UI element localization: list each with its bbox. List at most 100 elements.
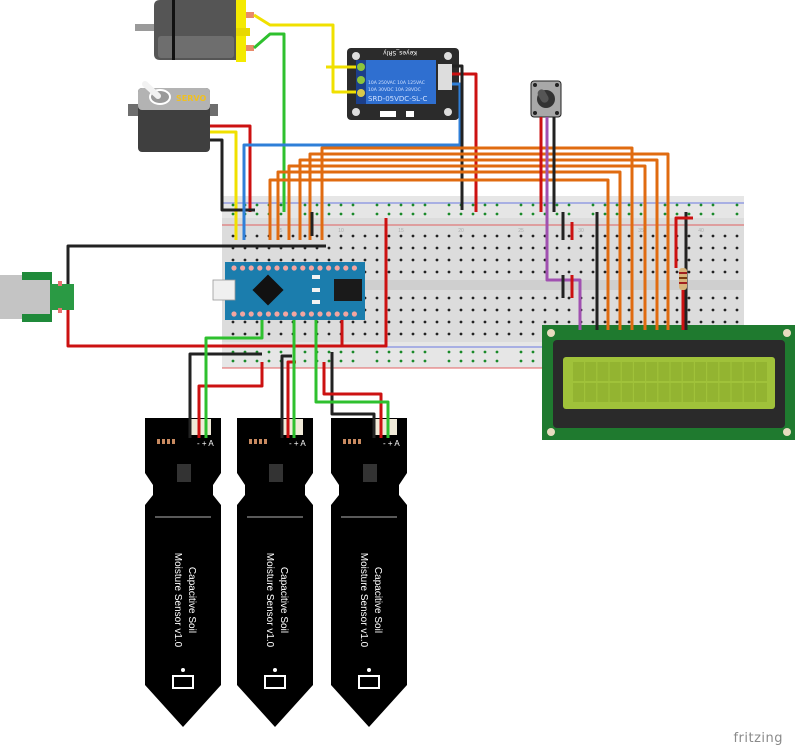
breadboard-hole (231, 320, 235, 324)
arduino-pin (274, 311, 280, 317)
sensor-title-line1: Capacitive Soil (186, 567, 197, 633)
breadboard-hole (447, 359, 451, 363)
breadboard-hole (591, 258, 595, 262)
breadboard-hole (615, 296, 619, 300)
breadboard-hole (483, 203, 487, 207)
breadboard-hole (399, 203, 403, 207)
breadboard-hole (267, 350, 271, 354)
breadboard-hole (483, 359, 487, 363)
arduino-pin (274, 265, 280, 271)
wires (66, 13, 693, 438)
breadboard-column-label: 35 (638, 228, 644, 234)
breadboard-hole (603, 320, 607, 324)
breadboard-hole (363, 234, 367, 238)
sensor-pin-labels: - + A (197, 439, 214, 448)
breadboard-hole (615, 320, 619, 324)
breadboard-hole (327, 258, 331, 262)
breadboard-hole (531, 203, 535, 207)
breadboard-hole (435, 258, 439, 262)
breadboard-hole (579, 234, 583, 238)
breadboard-hole (375, 320, 379, 324)
wire-motor-relay-2 (331, 60, 356, 94)
wire-sensor2-gnd (280, 354, 292, 438)
breadboard-hole (627, 246, 631, 250)
lcd-cell (731, 362, 743, 381)
breadboard-hole (567, 234, 571, 238)
breadboard-hole (243, 320, 247, 324)
arduino-pin (283, 311, 289, 317)
breadboard-hole (267, 332, 271, 336)
breadboard-hole (663, 212, 667, 216)
breadboard-hole (651, 296, 655, 300)
lcd-cell (573, 362, 584, 381)
breadboard-hole (363, 258, 367, 262)
breadboard-hole (591, 308, 595, 312)
breadboard-hole (351, 246, 355, 250)
breadboard-hole (507, 296, 511, 300)
lcd-cell (670, 383, 682, 402)
breadboard-hole (663, 234, 667, 238)
breadboard-hole (327, 359, 331, 363)
wire-lcd-data (320, 146, 634, 330)
breadboard-hole (279, 350, 283, 354)
breadboard-hole (735, 308, 739, 312)
breadboard-hole (255, 234, 259, 238)
breadboard-hole (687, 296, 691, 300)
arduino-pins (231, 265, 357, 317)
breadboard-hole (555, 212, 559, 216)
breadboard-hole (567, 296, 571, 300)
breadboard-hole (675, 203, 679, 207)
breadboard-hole (399, 308, 403, 312)
wire-lcd-data (287, 164, 647, 330)
breadboard-hole (411, 350, 415, 354)
breadboard-hole (663, 308, 667, 312)
arduino-pin (334, 311, 340, 317)
breadboard-hole (447, 270, 451, 274)
breadboard-hole (411, 270, 415, 274)
arduino-pin (317, 311, 323, 317)
breadboard-hole (471, 332, 475, 336)
breadboard-hole (591, 234, 595, 238)
breadboard-hole (231, 212, 235, 216)
breadboard-hole (315, 258, 319, 262)
breadboard-hole (423, 258, 427, 262)
breadboard-hole (663, 296, 667, 300)
breadboard-hole (447, 203, 451, 207)
breadboard-hole (351, 203, 355, 207)
breadboard-hole (555, 270, 559, 274)
breadboard-hole (687, 308, 691, 312)
breadboard-hole (471, 234, 475, 238)
wire-servo-power (210, 124, 252, 212)
sensor-title-line2: Moisture Sensor v1.0 (358, 553, 369, 648)
breadboard-hole (735, 320, 739, 324)
breadboard-hole (687, 270, 691, 274)
breadboard-hole (447, 332, 451, 336)
arduino-pin (326, 265, 332, 271)
breadboard-hole (531, 359, 535, 363)
breadboard-hole (423, 320, 427, 324)
breadboard-hole (663, 246, 667, 250)
breadboard-hole (603, 308, 607, 312)
breadboard-hole (231, 332, 235, 336)
lcd-cell (756, 362, 767, 381)
breadboard-hole (519, 203, 523, 207)
fritzing-brand: fritzing (733, 731, 783, 746)
arduino-pin (351, 311, 357, 317)
breadboard-hole (711, 234, 715, 238)
breadboard-hole (639, 258, 643, 262)
breadboard-hole (495, 270, 499, 274)
breadboard-hole (423, 234, 427, 238)
breadboard-hole (327, 320, 331, 324)
lcd-cell (634, 362, 645, 381)
breadboard-hole (327, 246, 331, 250)
breadboard-hole (399, 212, 403, 216)
breadboard-hole (603, 234, 607, 238)
breadboard-hole (639, 234, 643, 238)
breadboard-hole (603, 203, 607, 207)
breadboard-hole (663, 258, 667, 262)
breadboard-hole (459, 320, 463, 324)
breadboard-hole (411, 332, 415, 336)
wire-relay-gnd (452, 64, 464, 210)
breadboard-hole (387, 296, 391, 300)
breadboard-hole (735, 270, 739, 274)
